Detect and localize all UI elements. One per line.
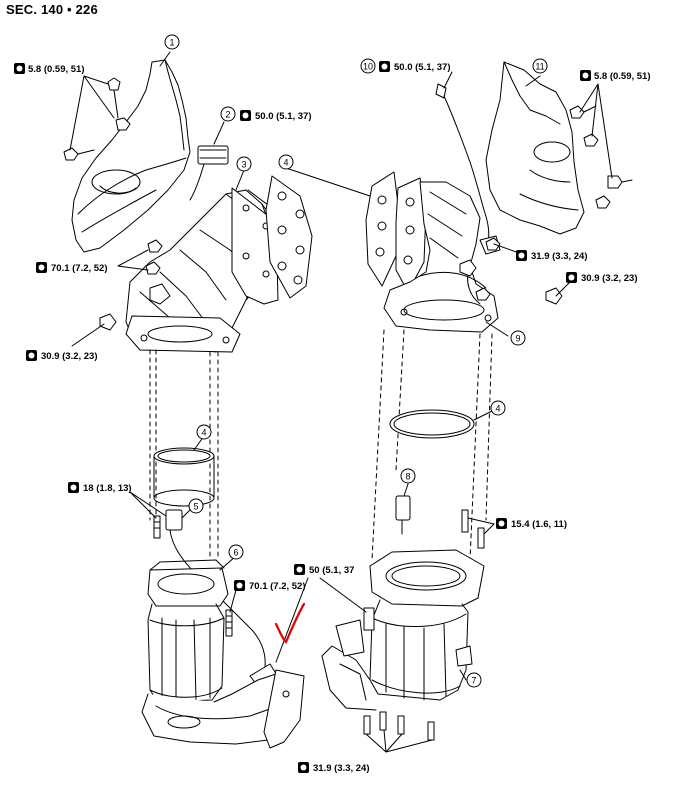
callout-2: 2 [220, 106, 236, 122]
shield-bolt-left-mid [115, 117, 131, 131]
left-converter-gasket [153, 447, 215, 507]
downstream-oxygen-sensor-right [395, 495, 411, 535]
nut-left-lower [99, 313, 117, 331]
callout-11: 11 [532, 58, 548, 74]
manifold-nuts-right [459, 237, 563, 305]
left-catalytic-converter [141, 559, 305, 749]
right-converter-gasket [389, 409, 475, 439]
torque-icon [234, 580, 245, 591]
callout-9: 9 [510, 330, 526, 346]
converter-bolt-left [225, 609, 233, 637]
torque-icon [68, 482, 79, 493]
torque-icon [298, 762, 309, 773]
torque-spec-t1: 5.8 (0.59, 51) [14, 63, 85, 75]
red-annotation-mark [274, 602, 306, 644]
torque-icon [294, 564, 305, 575]
svg-text:30.9 (3.2, 23): 30.9 (3.2, 23) [41, 351, 98, 362]
callout-6: 6 [228, 544, 244, 560]
torque-spec-t5: 18 (1.8, 13) [68, 482, 132, 494]
svg-text:4: 4 [201, 428, 206, 438]
callout-1: 1 [164, 34, 180, 50]
upstream-oxygen-sensor-connector [189, 145, 229, 201]
shield-bolt-left-upper [107, 77, 121, 119]
svg-text:18 (1.8, 13): 18 (1.8, 13) [83, 483, 132, 494]
svg-text:4: 4 [283, 158, 288, 168]
left-heat-shield [71, 59, 191, 253]
torque-icon [516, 250, 527, 261]
svg-text:11: 11 [535, 62, 544, 72]
svg-text:6: 6 [233, 548, 238, 558]
callout-5: 5 [188, 498, 204, 514]
svg-text:5: 5 [193, 502, 198, 512]
callout-3: 3 [236, 156, 252, 172]
right-catalytic-converter [321, 549, 485, 711]
callout-7: 7 [466, 672, 482, 688]
right-manifold-gasket [365, 171, 427, 293]
left-manifold-gasket [265, 175, 313, 299]
svg-text:7: 7 [471, 676, 476, 686]
torque-spec-t9: 5.8 (0.59, 51) [580, 70, 651, 82]
section-header: SEC. 140 • 226 [6, 2, 98, 17]
manifold-nuts-left [145, 239, 171, 305]
svg-text:31.9 (3.3, 24): 31.9 (3.3, 24) [531, 251, 588, 262]
svg-text:50.0 (5.1, 37): 50.0 (5.1, 37) [255, 111, 312, 122]
torque-spec-t7: 50 (5.1, 37 [294, 564, 354, 576]
svg-text:50 (5.1, 37: 50 (5.1, 37 [309, 565, 354, 576]
torque-spec-t2: 50.0 (5.1, 37) [240, 110, 312, 122]
torque-icon [36, 262, 47, 273]
svg-text:70.1 (7.2, 52): 70.1 (7.2, 52) [51, 263, 108, 274]
torque-spec-t4: 30.9 (3.2, 23) [26, 350, 98, 362]
svg-text:8: 8 [405, 472, 410, 482]
stud-left [153, 515, 161, 539]
torque-spec-t13: 31.9 (3.3, 24) [298, 762, 370, 774]
torque-spec-t6: 70.1 (7.2, 52) [234, 580, 306, 592]
bolt-icon [14, 63, 25, 74]
torque-spec-t12: 15.4 (1.6, 11) [496, 518, 567, 530]
svg-text:9: 9 [515, 334, 520, 344]
svg-text:2: 2 [225, 110, 230, 120]
shield-bolt-left-lower [63, 147, 95, 161]
torque-icon [240, 110, 251, 121]
callout-4c: 4 [490, 400, 506, 416]
svg-text:1: 1 [169, 38, 174, 48]
right-alignment-lines [371, 329, 493, 561]
converter-bolts-right [363, 711, 435, 741]
torque-icon [26, 350, 37, 361]
svg-text:5.8 (0.59, 51): 5.8 (0.59, 51) [28, 64, 85, 75]
bolt-icon [580, 70, 591, 81]
svg-text:15.4 (1.6, 11): 15.4 (1.6, 11) [511, 519, 567, 530]
right-heat-shield [485, 61, 585, 235]
torque-spec-t3: 70.1 (7.2, 52) [36, 262, 108, 274]
right-exhaust-manifold [383, 181, 499, 333]
svg-text:50.0 (5.1, 37): 50.0 (5.1, 37) [394, 62, 451, 73]
torque-spec-t11: 30.9 (3.2, 23) [566, 272, 638, 284]
torque-spec-t10: 31.9 (3.3, 24) [516, 250, 588, 262]
svg-text:4: 4 [495, 404, 500, 414]
svg-text:31.9 (3.3, 24): 31.9 (3.3, 24) [313, 763, 370, 774]
svg-text:10: 10 [363, 62, 373, 72]
svg-text:5.8 (0.59, 51): 5.8 (0.59, 51) [594, 71, 651, 82]
svg-text:3: 3 [241, 160, 246, 170]
leader-lines [69, 51, 613, 753]
svg-text:70.1 (7.2, 52): 70.1 (7.2, 52) [249, 581, 306, 592]
callout-8: 8 [400, 468, 416, 484]
right-shield-bolts [569, 105, 633, 209]
torque-icon [566, 272, 577, 283]
torque-spec-t8: 50.0 (5.1, 37) [379, 61, 451, 73]
stud-right [461, 509, 485, 549]
callout-10: 10 [360, 58, 376, 74]
callout-4b: 4 [196, 424, 212, 440]
svg-text:30.9 (3.2, 23): 30.9 (3.2, 23) [581, 273, 638, 284]
torque-icon [379, 61, 390, 72]
torque-icon [496, 518, 507, 529]
callout-4a: 4 [278, 154, 294, 170]
